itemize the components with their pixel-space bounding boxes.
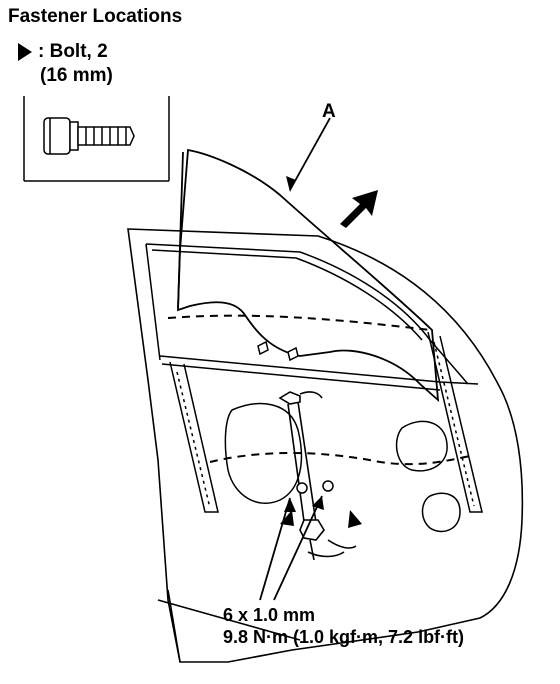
page-title: Fastener Locations: [8, 6, 183, 27]
guide-channel-right: [427, 331, 483, 513]
triangle-arrow-icon: [18, 43, 32, 61]
glass-panel: [177, 148, 440, 403]
mounting-bolts: [257, 340, 334, 494]
bolt-marker-right: [348, 510, 362, 528]
belt-rail: [159, 355, 479, 391]
door-outline: [127, 228, 524, 663]
bolt-illustration-frame: [23, 96, 170, 182]
dashed-guide-lines: [167, 314, 471, 466]
torque-spec: 6 x 1.0 mm 9.8 N·m (1.0 kgf·m, 7.2 lbf·f…: [223, 604, 464, 648]
removal-direction-arrow-icon: [340, 190, 378, 228]
window-sash: [145, 243, 469, 385]
spec-torque: 9.8 N·m (1.0 kgf·m, 7.2 lbf·ft): [223, 627, 465, 647]
fastener-legend: : Bolt, 2 (16 mm): [18, 40, 113, 88]
callout-label-a: A: [322, 101, 336, 122]
legend-row: : Bolt, 2: [18, 40, 113, 64]
door-cutouts: [224, 402, 461, 533]
guide-channel-left: [169, 361, 219, 513]
leader-lines: [259, 117, 331, 601]
arrowheads: [284, 176, 324, 512]
legend-size: (16 mm): [40, 65, 113, 86]
bolt-icon: [43, 117, 135, 155]
legend-label: : Bolt, 2: [38, 41, 108, 62]
spec-thread-size: 6 x 1.0 mm: [223, 605, 316, 625]
